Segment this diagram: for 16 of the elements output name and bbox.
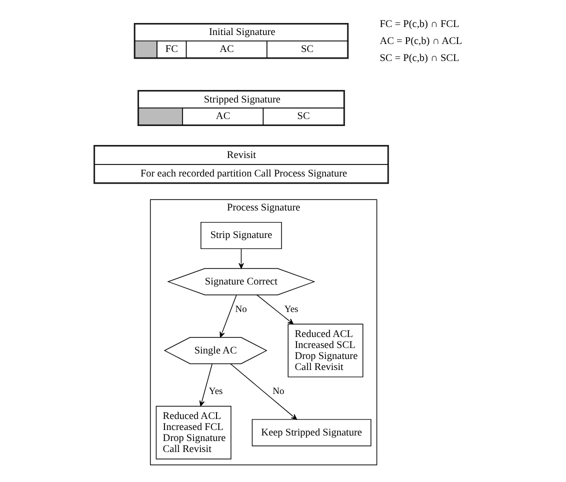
edge-label: No [235,305,247,316]
label: SC = P(c,b) ∩ SCL [380,52,460,64]
arrow [256,294,294,324]
arrow [230,364,298,420]
arrow [220,294,237,338]
node-box: Keep Stripped Signature [252,419,372,446]
arrow [199,364,213,406]
node-box: Reduced ACL Increased SCL Drop Signature Call Revisit [288,324,364,378]
edge-label: Yes [284,305,298,316]
label: AC = P(c,b) ∩ ACL [380,36,462,48]
edge-label: No [272,387,284,398]
arrow [238,248,244,269]
label: FC = P(c,b) ∩ FCL [380,19,460,30]
node-box: Reduced ACL Increased FCL Drop Signature Call Revisit [156,406,232,460]
edge-label: Yes [208,387,223,398]
node-box: Strip Signature [200,222,282,250]
